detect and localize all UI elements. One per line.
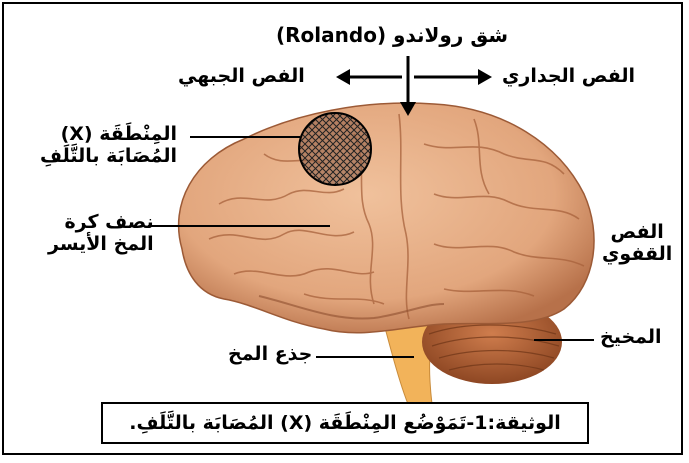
parietal-lobe-label: الفص الجداري — [502, 66, 635, 88]
figure-caption: الوثيقة:1-تَمَوْضُع المِنْطَقَة (X) المُ… — [129, 412, 561, 434]
parietal-arrow — [414, 69, 492, 85]
occipital-lobe-line1: الفص — [602, 222, 672, 244]
left-hemisphere-label: نصف كرة المخ الأيسر — [48, 212, 154, 256]
left-hemisphere-line1: نصف كرة — [48, 212, 154, 234]
area-x-label-line2: المُصَابَة بالتَّلَفِ — [40, 146, 177, 168]
figure-frame: شق رولاندو (Rolando) الفص الجبهي الفص ال… — [2, 2, 683, 455]
area-x-label: المِنْطَقَة (X) المُصَابَة بالتَّلَفِ — [40, 124, 177, 168]
rolando-label: شق رولاندو (Rolando) — [276, 24, 508, 47]
left-hemisphere-line2: المخ الأيسر — [48, 234, 154, 256]
occipital-lobe-line2: القفوي — [602, 244, 672, 266]
frontal-lobe-label: الفص الجبهي — [178, 66, 305, 88]
occipital-lobe-label: الفص القفوي — [602, 222, 672, 266]
frontal-arrow — [336, 69, 402, 85]
brain-stem-label: جذع المخ — [228, 344, 312, 366]
caption-box: الوثيقة:1-تَمَوْضُع المِنْطَقَة (X) المُ… — [101, 402, 589, 444]
cerebellum-label: المخيخ — [600, 327, 662, 349]
area-x-label-line1: المِنْطَقَة (X) — [40, 124, 177, 146]
